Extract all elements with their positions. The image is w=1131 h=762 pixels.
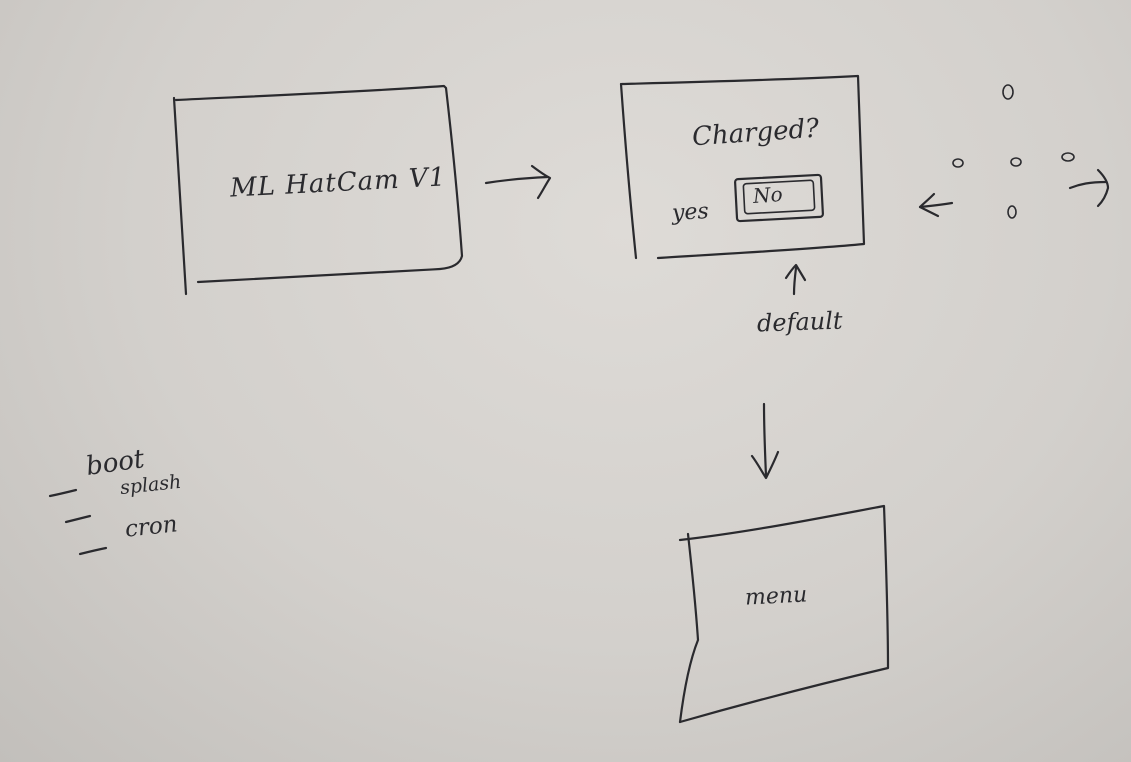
menu-screen-title: menu (744, 582, 808, 611)
yes-option-label: yes (671, 199, 710, 226)
splash-screen-box (172, 84, 464, 296)
arrow-up-icon (784, 263, 807, 296)
notes-bullets (48, 488, 108, 556)
default-annotation: default (756, 306, 844, 338)
arrow-right-icon (1068, 168, 1110, 208)
joystick-dots-icon (952, 84, 1075, 219)
menu-box (678, 504, 890, 724)
note-item: cron (123, 511, 179, 543)
arrow-right-icon (484, 164, 552, 200)
charged-dialog-box (619, 74, 866, 260)
arrow-left-icon (918, 192, 954, 218)
arrow-down-icon (750, 402, 780, 480)
no-button-outline (734, 173, 824, 223)
no-option-label: No (752, 181, 784, 209)
